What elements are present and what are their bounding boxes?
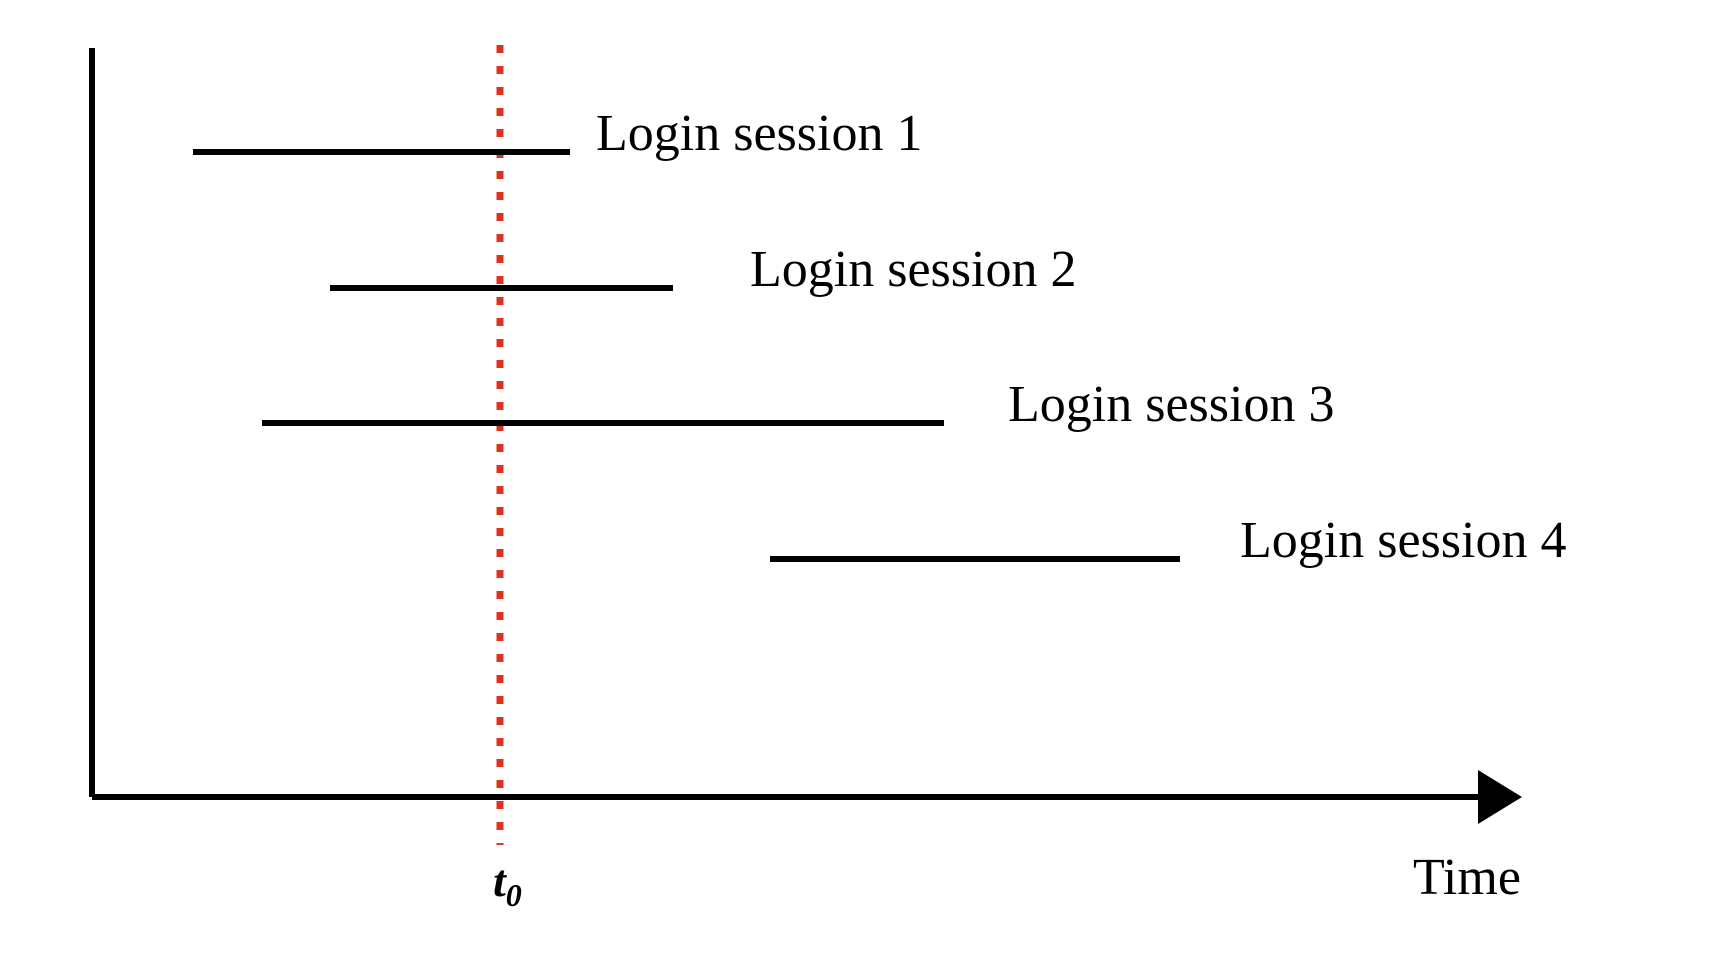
x-axis-label: Time (1413, 849, 1521, 906)
t0-label-main: t (493, 855, 506, 906)
t0-axis-label: t0 (493, 855, 522, 914)
session-label-4: Login session 4 (1240, 512, 1567, 569)
session-label-1: Login session 1 (596, 105, 923, 162)
t0-label-subscript: 0 (505, 877, 522, 914)
session-label-2: Login session 2 (750, 241, 1077, 298)
session-label-3: Login session 3 (1008, 376, 1335, 433)
x-axis-arrowhead-icon (1478, 770, 1522, 824)
